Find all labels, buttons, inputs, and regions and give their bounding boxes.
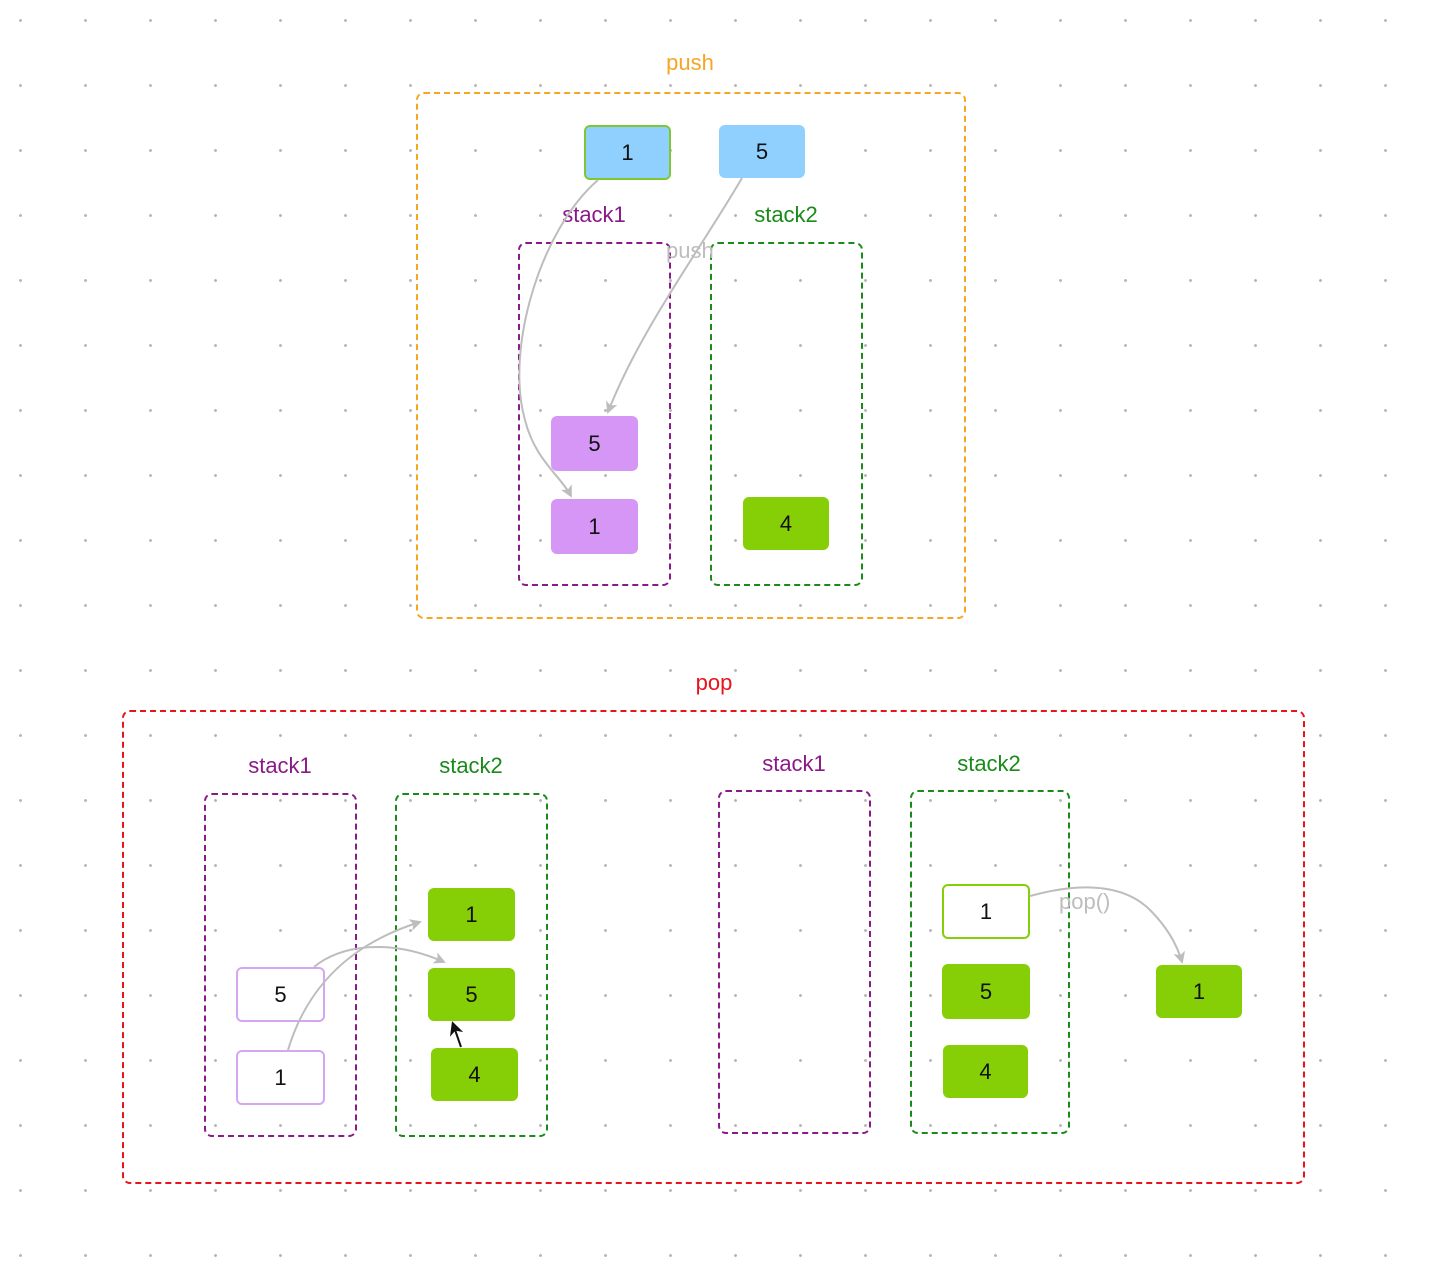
pop-before-stack1-item-1[interactable]: 1 [236, 1050, 325, 1105]
pop-after-stack2-label: stack2 [957, 751, 1021, 776]
push-stack2-frame [710, 242, 863, 586]
pop-after-stack1-frame [718, 790, 871, 1134]
incoming-node-1[interactable]: 1 [584, 125, 671, 180]
pop-after-stack2-item-4[interactable]: 4 [943, 1045, 1028, 1098]
pop-after-stack1-label: stack1 [762, 751, 826, 776]
pop-after-stack2-item-1[interactable]: 1 [942, 884, 1030, 939]
pop-before-stack2-item-5[interactable]: 5 [428, 968, 515, 1021]
push-title: push [666, 50, 714, 75]
pop-after-stack2-item-5[interactable]: 5 [942, 964, 1030, 1019]
push-stack2-item-4[interactable]: 4 [743, 497, 829, 550]
push-frame [416, 92, 966, 619]
pop-edge-label: pop() [1059, 889, 1111, 914]
pop-before-stack2-label: stack2 [439, 753, 503, 778]
push-stack1-item-5[interactable]: 5 [551, 416, 638, 471]
pop-before-stack1-item-5[interactable]: 5 [236, 967, 325, 1022]
push-stack1-label: stack1 [562, 202, 626, 227]
pop-before-stack2-item-1[interactable]: 1 [428, 888, 515, 941]
pop-before-stack1-label: stack1 [248, 753, 312, 778]
push-edge-label: push [666, 238, 714, 263]
pop-before-stack2-item-4[interactable]: 4 [431, 1048, 518, 1101]
pop-frame [122, 710, 1305, 1184]
push-stack1-item-1[interactable]: 1 [551, 499, 638, 554]
incoming-node-5[interactable]: 5 [719, 125, 805, 178]
pop-title: pop [695, 670, 733, 695]
push-stack2-label: stack2 [754, 202, 818, 227]
pop-result-node-1[interactable]: 1 [1156, 965, 1242, 1018]
